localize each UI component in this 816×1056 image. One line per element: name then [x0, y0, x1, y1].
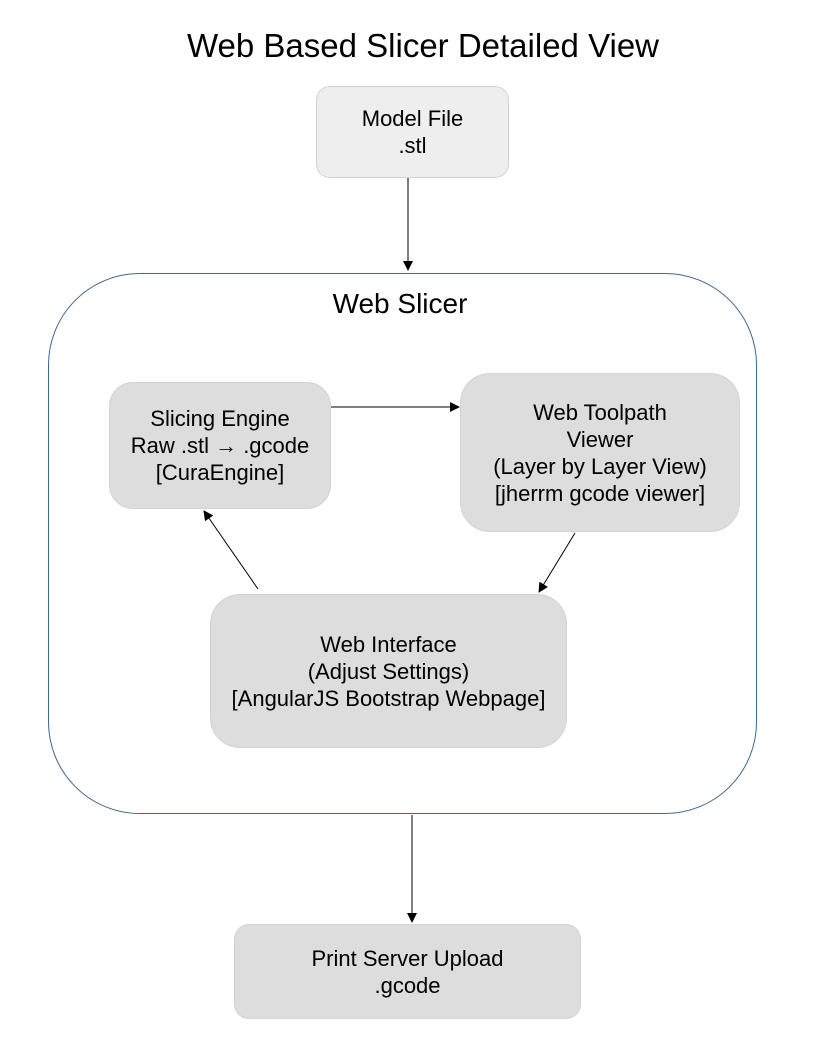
- node-label-line: Slicing Engine: [150, 406, 290, 431]
- web-slicer-label: Web Slicer: [332, 288, 468, 319]
- node-label-line: .gcode: [374, 972, 441, 998]
- print-server-node: Print Server Upload .gcode: [234, 924, 581, 1019]
- node-label-line: Model File: [361, 106, 464, 131]
- node-label-line: (Adjust Settings): [307, 658, 470, 684]
- edge-viewer-to-interface: [538, 532, 576, 593]
- diagram-title: Web Based Slicer Detailed View: [186, 27, 660, 64]
- node-label-line: [CuraEngine]: [155, 460, 285, 485]
- toolpath-viewer-node: Web Toolpath Viewer (Layer by Layer View…: [460, 373, 740, 532]
- node-label-line: [AngularJS Bootstrap Webpage]: [231, 685, 546, 711]
- node-label-line: Print Server Upload: [311, 945, 504, 971]
- node-label-line: (Layer by Layer View): [493, 453, 707, 479]
- node-label-line: Web Toolpath: [533, 399, 667, 425]
- web-slicer-container: [48, 273, 757, 814]
- node-label-line: Raw .stl → .gcode: [130, 433, 310, 458]
- slicing-engine-node: Slicing Engine Raw .stl → .gcode [CuraEn…: [109, 382, 331, 509]
- node-label-line: Web Interface: [320, 631, 457, 657]
- node-label-line: Viewer: [566, 426, 634, 452]
- node-label-line: .stl: [398, 133, 427, 158]
- edge-interface-to-slicing: [203, 510, 259, 590]
- model-file-node: Model File .stl: [316, 86, 509, 178]
- web-interface-node: Web Interface (Adjust Settings) [Angular…: [210, 594, 567, 748]
- node-label-line: [jherrm gcode viewer]: [494, 480, 706, 506]
